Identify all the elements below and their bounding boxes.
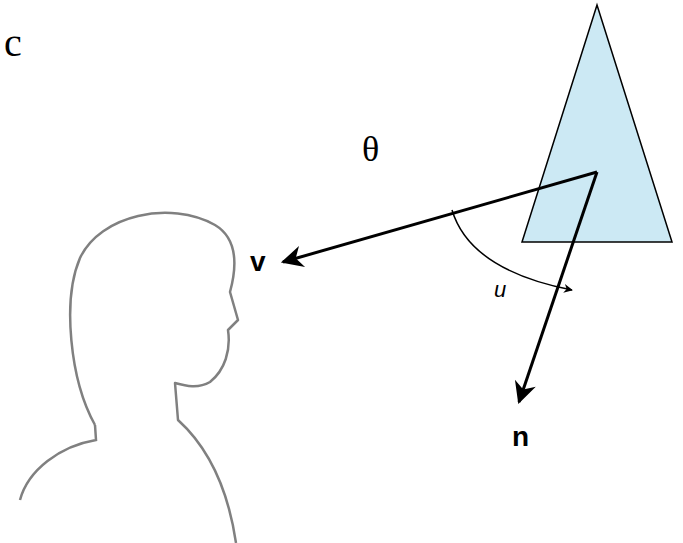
- angle-label: θ: [360, 130, 381, 168]
- shoulder-outline: [20, 425, 96, 500]
- vector-label: n: [510, 422, 531, 452]
- cut-text: c: [2, 22, 24, 64]
- head-silhouette: [70, 213, 238, 543]
- angle-label: u: [492, 278, 508, 302]
- triangle-surface: [522, 5, 672, 242]
- view-vector: [283, 172, 597, 262]
- vector-label: v: [248, 247, 268, 277]
- angle-arc: [452, 210, 572, 290]
